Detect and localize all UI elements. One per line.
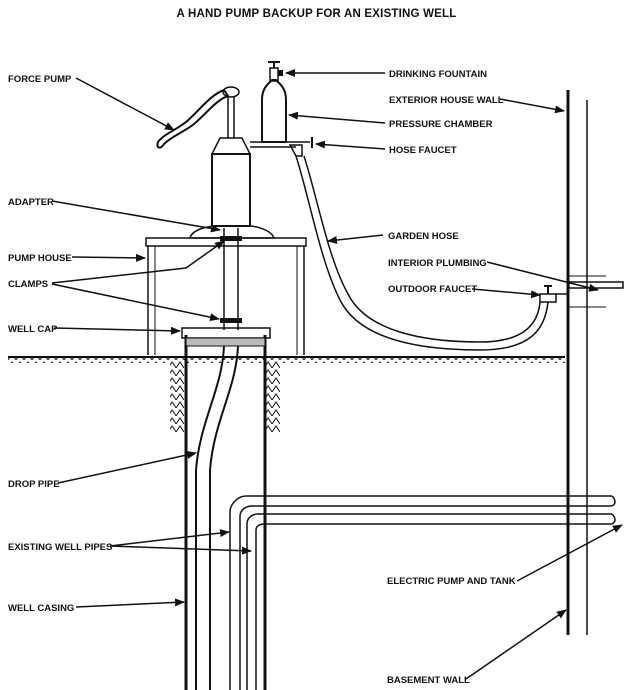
label-existing-well-pipes: EXISTING WELL PIPES	[8, 542, 112, 553]
pressure-chamber	[250, 61, 300, 148]
leader-outdoor-faucet	[471, 288, 541, 299]
label-pressure-chamber: PRESSURE CHAMBER	[389, 119, 493, 130]
label-drop-pipe: DROP PIPE	[8, 479, 60, 490]
label-well-cap: WELL CAP	[8, 324, 58, 335]
interior-plumbing	[568, 275, 624, 308]
existing-well-pipes	[229, 495, 616, 690]
leader-adapter	[51, 200, 221, 233]
well-casing	[184, 335, 267, 690]
label-pump-house: PUMP HOUSE	[8, 253, 72, 264]
label-electric-pump-and-tank: ELECTRIC PUMP AND TANK	[387, 576, 516, 587]
leader-existing-well-pipes-b	[109, 545, 252, 555]
ground	[8, 356, 565, 433]
leader-existing-well-pipes-a	[109, 529, 230, 547]
pump-body	[210, 86, 252, 227]
leader-garden-hose	[327, 234, 384, 245]
label-drinking-fountain: DRINKING FOUNTAIN	[389, 69, 487, 80]
leader-exterior-house-wall	[499, 98, 565, 114]
label-exterior-house-wall: EXTERIOR HOUSE WALL	[389, 95, 504, 106]
drop-pipe	[195, 345, 239, 690]
exterior-house-wall	[566, 90, 588, 635]
label-well-casing: WELL CASING	[8, 603, 74, 614]
label-garden-hose: GARDEN HOSE	[388, 231, 459, 242]
label-hose-faucet: HOSE FAUCET	[389, 145, 457, 156]
label-adapter: ADAPTER	[8, 197, 54, 208]
leader-drop-pipe	[57, 451, 197, 484]
riser-pipe	[220, 228, 242, 330]
leader-electric-pump-and-tank	[516, 524, 623, 582]
leader-clamps-upper	[51, 240, 225, 284]
label-force-pump: FORCE PUMP	[8, 74, 72, 85]
garden-hose	[295, 155, 549, 351]
leader-basement-wall	[465, 609, 567, 680]
leader-lines	[51, 69, 623, 680]
leader-pressure-chamber	[288, 111, 386, 124]
leader-clamps-lower	[51, 283, 220, 322]
leader-well-cap	[53, 326, 181, 335]
leader-well-casing	[75, 598, 185, 608]
leader-hose-faucet	[315, 140, 386, 150]
leader-force-pump	[75, 77, 175, 131]
hose-faucet	[288, 137, 313, 157]
outdoor-faucet	[539, 285, 568, 303]
well-cap	[181, 327, 271, 347]
label-basement-wall: BASEMENT WALL	[387, 675, 470, 686]
label-clamps: CLAMPS	[8, 279, 48, 290]
pump-handle	[156, 88, 230, 149]
label-outdoor-faucet: OUTDOOR FAUCET	[388, 284, 477, 295]
label-interior-plumbing: INTERIOR PLUMBING	[388, 258, 487, 269]
diagram-title: A HAND PUMP BACKUP FOR AN EXISTING WELL	[176, 8, 457, 20]
leader-interior-plumbing	[486, 261, 599, 292]
leader-pump-house	[71, 253, 146, 262]
